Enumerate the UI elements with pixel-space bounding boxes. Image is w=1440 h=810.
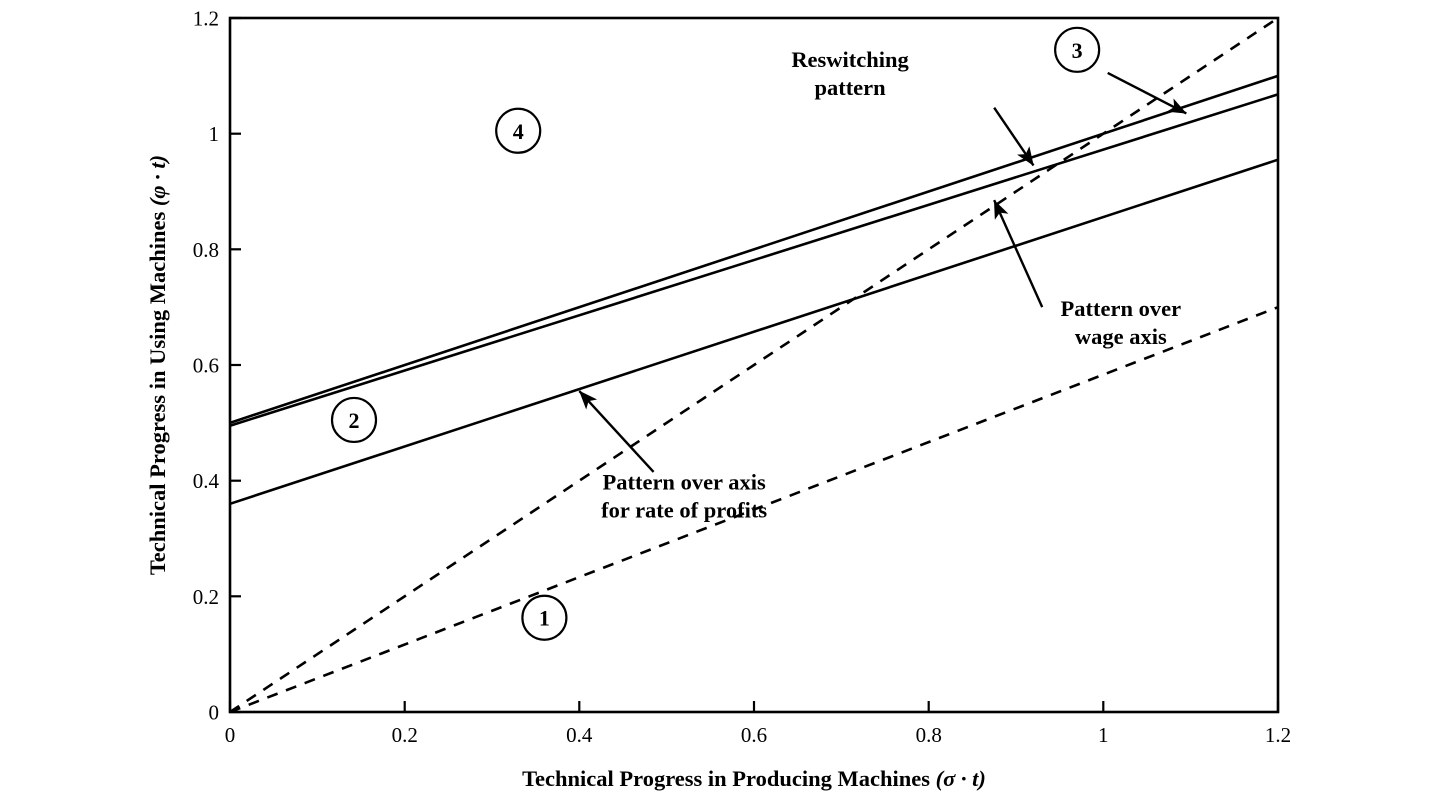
region-badge-circle <box>330 396 378 444</box>
x-tick-label: 0.2 <box>392 723 418 747</box>
x-tick-labels: 0 0.2 0.4 0.6 0.8 1 1.2 <box>225 723 1291 747</box>
x-tick-label: 1 <box>1098 723 1109 747</box>
series-line <box>229 93 1279 427</box>
y-axis-ticks <box>230 16 241 714</box>
x-tick-label: 1.2 <box>1265 723 1291 747</box>
region-badge-circle <box>495 107 542 154</box>
region-badge-label: 3 <box>1072 38 1083 63</box>
data-series-layer <box>229 16 1279 714</box>
y-tick-label: 0.8 <box>193 238 219 262</box>
annotation-arrow <box>578 390 655 473</box>
annotation-arrow <box>993 199 1044 308</box>
y-axis-title-text: Technical Progress in Using Machines <box>145 212 170 576</box>
y-axis-title-symbol: (φ · t) <box>145 155 170 206</box>
series-line <box>229 305 1279 714</box>
x-axis-title-symbol: (σ · t) <box>936 766 986 791</box>
y-tick-label: 0.6 <box>193 354 219 378</box>
region-badge-label: 2 <box>349 408 360 433</box>
region-badge-layer: 1 2 3 4 <box>330 26 1187 641</box>
series-line <box>229 158 1279 506</box>
series-line <box>229 16 1279 714</box>
y-tick-label: 0.4 <box>193 469 220 493</box>
region-badge-label: 4 <box>513 119 524 144</box>
region-badge-circle <box>1054 26 1101 73</box>
x-tick-label: 0.6 <box>741 723 767 747</box>
region-badge-circle <box>521 594 568 641</box>
series-line <box>229 74 1279 425</box>
x-axis-ticks <box>228 701 1280 712</box>
region-badge: 1 <box>521 594 568 641</box>
annotation-arrow <box>993 106 1035 167</box>
x-tick-label: 0.4 <box>566 723 593 747</box>
region-badge: 3 <box>1054 26 1101 73</box>
y-tick-label: 0.2 <box>193 585 219 609</box>
region-badge-label: 1 <box>539 606 550 631</box>
region-badge: 2 <box>330 396 378 444</box>
x-axis-title: Technical Progress in Producing Machines… <box>522 766 986 791</box>
y-tick-label: 1 <box>209 122 220 146</box>
y-axis-title: Technical Progress in Using Machines (φ … <box>145 155 170 575</box>
y-tick-label: 1.2 <box>193 7 219 31</box>
x-axis-title-text: Technical Progress in Producing Machines <box>522 766 930 791</box>
x-tick-label: 0 <box>225 723 236 747</box>
y-tick-label: 0 <box>209 701 220 725</box>
region-badge: 4 <box>495 107 542 154</box>
y-tick-labels: 0 0.2 0.4 0.6 0.8 1 1.2 <box>193 7 220 725</box>
badge-leader-arrow <box>1107 71 1187 115</box>
x-tick-label: 0.8 <box>916 723 942 747</box>
